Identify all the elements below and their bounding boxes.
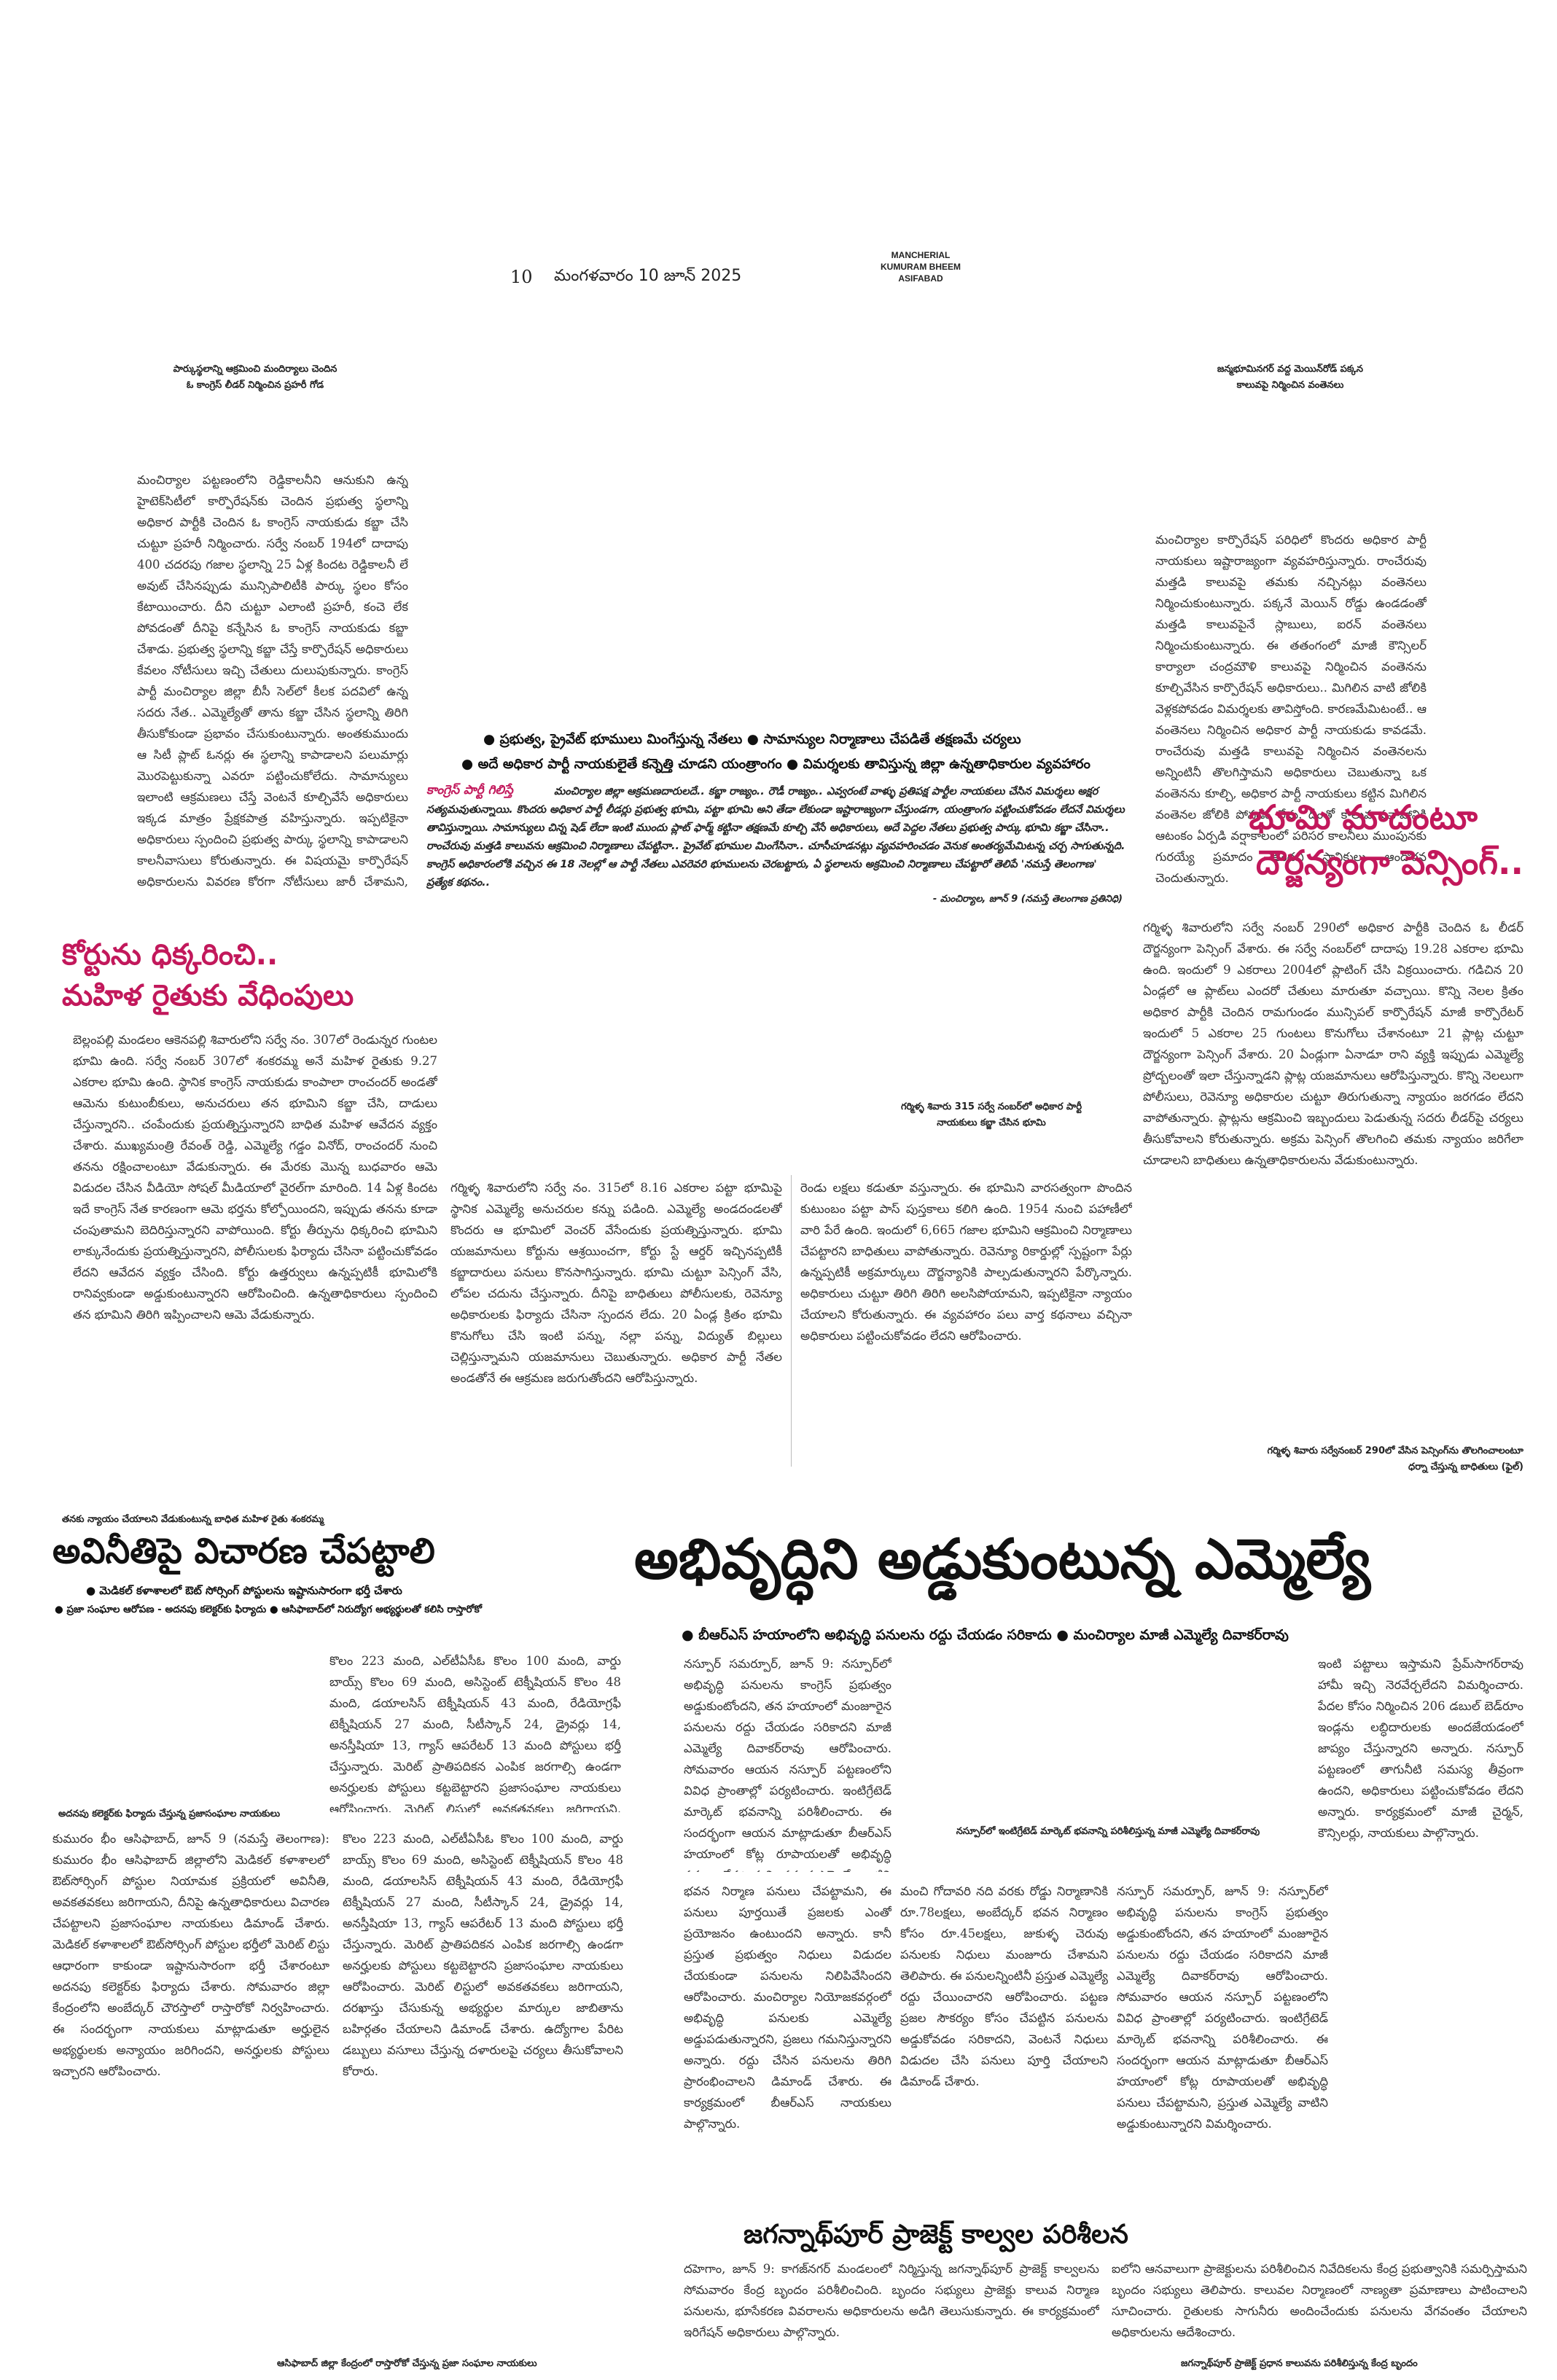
photo-caption-collector: అదనపు కలెక్టర్‌కు ఫిర్యాదు చేస్తున్న ప్ర… [58, 1809, 281, 1819]
photo-caption-market: నస్పూర్‌లో ఇంటిగ్రేటెడ్ మార్కెట్ భవనాన్న… [956, 1826, 1260, 1837]
corruption-bullet-1: ● మెడికల్ కళాశాలలో ఔట్ సోర్సింగ్ పోస్టుల… [86, 1584, 402, 1597]
development-bullet: ● బీఆర్‌ఎస్ హయాంలోని అభివృద్ధి పనులను రద… [682, 1627, 1289, 1643]
corruption-bullet-2: ● ప్రజా సంఘాల ఆరోపణ - అదనపు కలెక్టర్‌కు … [55, 1604, 483, 1615]
photo-caption-survey-315: గర్మిళ్ళ శివారు 315 సర్వే నంబర్‌లో అధికా… [900, 1101, 1082, 1128]
page-header: 10 మంగళవారం 10 జూన్ 2025 MANCHERIAL KUMU… [510, 250, 1050, 303]
article-jagannathpur-part1: దహెగాం, జూన్ 9: కాగజ్‌నగర్ మండలంలో నిర్మ… [684, 2262, 1099, 2339]
center-bullet-2: ● అదే అధికార పార్టీ నాయకులైతే కన్నెత్తి … [461, 757, 1090, 772]
headline-woman-farmer: కోర్టును ధిక్కరించి.. మహిళ రైతుకు వేధింప… [62, 938, 354, 1013]
photo-caption-rastaroko: ఆసిఫాబాద్ జిల్లా కేంద్రంలో రాస్తారోకో చే… [277, 2358, 537, 2369]
photo-caption-shankaramma: తనకు న్యాయం చేయాలని వేడుకుంటున్న బాధిత మ… [62, 1514, 324, 1525]
article-fencing: గర్మిళ్ళ శివారులోని సర్వే నంబర్ 290లో అధ… [1143, 921, 1523, 1167]
article-survey-315-part2: రెండు లక్షలు కడుతూ వస్తున్నారు. ఈ భూమిని… [800, 1181, 1132, 1343]
article-development-col1b: భవన నిర్మాణ పనులు చేపట్టామని, ఈ పనులు పూ… [684, 1884, 891, 2131]
article-development-col1: నస్పూర్ సమర్పూర్, జూన్ 9: నస్పూర్‌లో అభి… [684, 1657, 891, 1872]
photo-caption-bridges: జన్మభూమినగర్ వద్ద మెయిన్‌రోడ్ పక్కన కాలు… [1217, 364, 1364, 391]
article-medical-college-part2: కొలం 223 మంది, ఎల్‌టీఏసీఓ కొలం 100 మంది,… [329, 1654, 621, 1812]
center-story-deck: ● ప్రభుత్వ, ప్రైవేట్ భూములు మింగేస్తున్న… [426, 729, 1144, 914]
photo-caption-dharna: గర్మిళ్ళ శివారు సర్వేనంబర్ 290లో వేసిన ప… [1267, 1445, 1524, 1472]
article-jagannathpur-part2: ఐలోని ఆనవాలుగా ప్రాజెక్టులను పరిశీలించిన… [1112, 2262, 1527, 2339]
headline-corruption: అవినీతిపై విచారణ చేపట్టాలి [52, 1531, 435, 1572]
edition-label: MANCHERIAL KUMURAM BHEEM ASIFABAD [881, 250, 961, 284]
article-medical-college-part3: కొలం 223 మంది, ఎల్‌టీఏసీఓ కొలం 100 మంది,… [343, 1832, 623, 2078]
article-development-col3: నస్పూర్ సమర్పూర్, జూన్ 9: నస్పూర్‌లో అభి… [1117, 1884, 1328, 2131]
article-woman-farmer: బెల్లంపల్లి మండలం ఆకెనపల్లి శివారులోని స… [73, 1033, 437, 1322]
center-bullet-1: ● ప్రభుత్వ, ప్రైవేట్ భూములు మింగేస్తున్న… [483, 732, 1021, 747]
headline-jagannathpur: జగన్నాథ్‌పూర్ ప్రాజెక్ట్ కాల్వల పరిశీలన [744, 2220, 1128, 2250]
article-medical-college-part1: కుమురం భీం ఆసిఫాబాద్, జూన్ 9 (నమస్తే తెల… [52, 1832, 329, 2078]
photo-caption-central-team: జగన్నాథ్‌పూర్ ప్రాజెక్ట్ ప్రధాన కాలువను … [1181, 2358, 1418, 2369]
article-canal-bridges: మంచిర్యాల కార్పొరేషన్ పరిధిలో కొందరు అధి… [1155, 533, 1427, 885]
story-dateline: - మంచిర్యాల, జూన్ 9 (నమస్తే తెలంగాణ ప్రత… [932, 894, 1123, 905]
headline-fencing: భూమి మాదంటూ దౌర్జన్యంగా పెన్సింగ్.. [1249, 797, 1523, 882]
story-kicker: కాంగ్రెస్ పార్టీ గిలిస్తే [426, 783, 513, 797]
page-number: 10 [510, 267, 533, 287]
headline-development: అభివృద్ధిని అడ్డుకుంటున్న ఎమ్మెల్యే [634, 1526, 1371, 1591]
article-park-encroachment: మంచిర్యాల పట్టణంలోని రెడ్డికాలనీని ఆనుకు… [137, 473, 408, 889]
story-intro: మంచిర్యాల జిల్లా ఆక్రమణదారులదే.. కబ్జా ర… [426, 786, 1125, 889]
page-date: మంగళవారం 10 జూన్ 2025 [554, 267, 742, 285]
article-development-col2: మంచి గోదావరి నది వరకు రోడ్డు నిర్మాణానిక… [900, 1884, 1108, 2088]
article-development-col4: ఇంటి పట్టాలు ఇస్తామని ప్రేమ్‌సాగర్‌రావు … [1318, 1657, 1523, 1840]
photo-caption-park: పార్కుస్థలాన్ని ఆక్రమించి మందిర్యాలు చెం… [173, 364, 337, 391]
article-survey-315-part1: గర్మిళ్ళ శివారులోని సర్వే నం. 315లో 8.16… [450, 1181, 782, 1385]
